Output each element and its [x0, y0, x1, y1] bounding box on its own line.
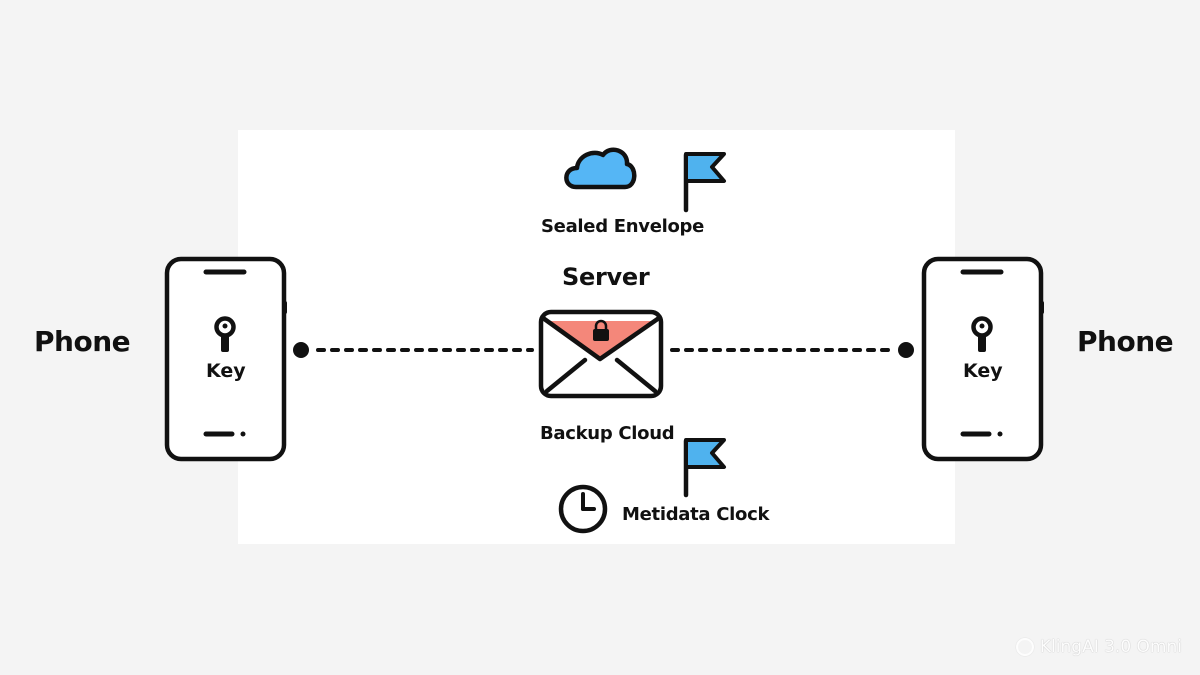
bottom-flag-icon [683, 438, 726, 498]
left-phone-icon [164, 256, 287, 462]
right-phone-label: Phone [1077, 325, 1174, 358]
top-flag-icon [683, 152, 726, 213]
left-phone-label: Phone [34, 325, 131, 358]
watermark-text: KlingAI 3.0 Omni [1039, 637, 1182, 657]
cloud-icon [564, 147, 637, 190]
right-connector [670, 342, 914, 358]
left-key-icon [214, 316, 236, 352]
server-label: Server [562, 263, 650, 291]
backup-cloud-label: Backup Cloud [540, 423, 675, 444]
left-key-label: Key [206, 360, 246, 382]
metadata-clock-label: Metidata Clock [622, 504, 770, 525]
watermark: KlingAI 3.0 Omni [1015, 637, 1182, 657]
clock-icon [558, 484, 608, 534]
right-key-label: Key [963, 360, 1003, 382]
watermark-logo-icon [1015, 638, 1034, 656]
envelope-lock-icon [538, 309, 664, 399]
right-key-icon [971, 316, 993, 352]
left-connector [293, 342, 534, 358]
sealed-envelope-label: Sealed Envelope [541, 216, 705, 237]
right-phone-icon [921, 256, 1044, 462]
